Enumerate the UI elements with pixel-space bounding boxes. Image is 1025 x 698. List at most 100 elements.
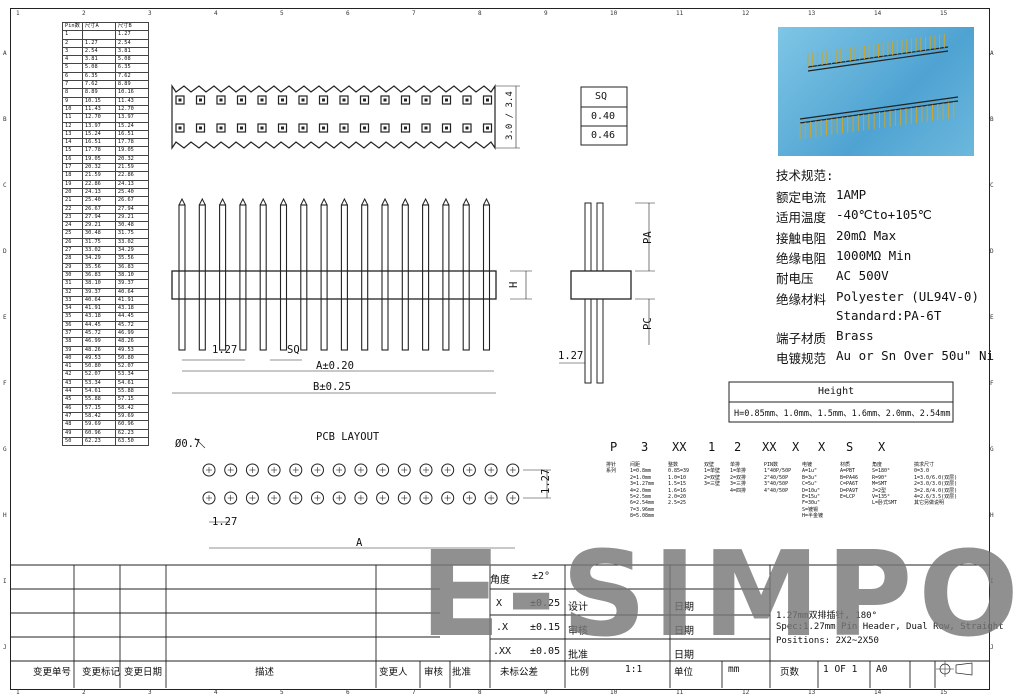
pin-tip: [259, 197, 267, 206]
table-cell: 1.27: [81, 38, 116, 48]
table-cell: 31.75: [114, 229, 149, 239]
pcb-hole: [354, 491, 368, 505]
table-cell: 8: [62, 88, 83, 98]
code-option: 2.0=20: [668, 494, 687, 500]
table-cell: 49.53: [114, 345, 149, 355]
pin-square: [421, 95, 431, 105]
tol-value: ±0.15: [530, 622, 561, 633]
code-option: 2=双壁: [704, 474, 721, 481]
code-option: L=卧式SMT: [872, 500, 898, 507]
table-cell: 13.97: [114, 113, 149, 123]
pin-front: [401, 204, 409, 351]
pin-square-core: [260, 126, 264, 130]
table-cell: 12: [62, 121, 83, 131]
table-cell: 6.35: [81, 71, 116, 82]
spec-label: 接触电阻: [776, 231, 827, 246]
code-segment: 1: [708, 440, 716, 454]
pin-square-core: [445, 126, 448, 130]
height-box: [728, 381, 954, 423]
pcb-hole: [332, 463, 346, 477]
column-number: 9: [544, 10, 548, 17]
code-segment: 3: [641, 440, 649, 454]
spec-label: 端子材质: [776, 331, 827, 346]
pin-tip: [462, 197, 470, 206]
code-option: B=3u": [802, 474, 818, 481]
table-cell: 15.24: [114, 121, 149, 131]
pcb-hole: [506, 463, 520, 477]
code-option: 3"40/50P: [764, 481, 789, 488]
pin-square: [298, 123, 308, 133]
drawing-frame: [10, 8, 990, 690]
table-cell: 21.59: [114, 163, 149, 173]
pcb-hole: [245, 491, 259, 505]
table-cell: 8.89: [114, 80, 149, 90]
table-cell: 5.08: [81, 63, 116, 73]
pcb-hole: [332, 491, 346, 505]
table-cell: 31.75: [81, 237, 116, 248]
spec-label: 额定电流: [776, 190, 827, 205]
table-cell: 38.10: [114, 270, 149, 281]
table-cell: 24.13: [81, 187, 116, 198]
pin-square-core: [486, 98, 489, 102]
pitch-label: 1.27: [212, 344, 238, 356]
code-option: C=5u": [802, 481, 818, 488]
pin-square-core: [445, 98, 448, 102]
pcb-hole: [202, 491, 216, 505]
pcb-hole: [419, 491, 433, 505]
column-number: 9: [544, 689, 548, 696]
table-cell: 44: [62, 387, 83, 397]
spec-label: 电镀规范: [776, 351, 827, 366]
sq-table-frame: [580, 86, 628, 146]
table-cell: 36.83: [81, 270, 116, 281]
pin-front: [320, 204, 328, 351]
table-cell: 48: [62, 420, 83, 430]
pcb-hole: [289, 463, 303, 477]
pin-square-core: [342, 98, 346, 102]
column-number: 5: [280, 689, 284, 696]
code-option: E=15u": [802, 494, 821, 500]
tol-value: ±0.25: [530, 598, 561, 609]
table-cell: 49: [62, 428, 83, 438]
code-option: V=135°: [872, 494, 891, 500]
code-option: 1.0=10: [668, 474, 687, 481]
table-cell: 9: [62, 96, 83, 106]
column-number: 11: [676, 10, 684, 17]
table-cell: 5.08: [114, 55, 149, 65]
table-cell: 29.21: [81, 221, 116, 231]
review-label: 审核: [568, 626, 588, 637]
code-option: 8=5.08mm: [630, 513, 655, 520]
table-cell: 7: [62, 80, 83, 90]
a-dim-label: A±0.20: [316, 360, 354, 372]
pin-front: [219, 204, 227, 351]
row-letter: H: [990, 512, 994, 519]
code-option: 3=三壁: [704, 481, 721, 488]
code-segment: XX: [672, 440, 687, 454]
spec-value: Brass: [836, 328, 874, 343]
code-option: C=PA6T: [840, 481, 859, 488]
code-option: 3=1.27mm: [630, 481, 655, 488]
table-cell: 10.16: [114, 88, 149, 98]
table-cell: 52.07: [81, 370, 116, 380]
b-dim-label: B±0.25: [313, 381, 351, 393]
tol-key: .XX: [493, 646, 512, 657]
pcb-hole: [506, 491, 520, 505]
table-cell: 13: [62, 129, 83, 140]
column-number: 14: [874, 689, 882, 696]
code-segment: P: [610, 440, 618, 454]
pcb-hole: [484, 491, 498, 505]
table-cell: 60.96: [81, 428, 116, 438]
